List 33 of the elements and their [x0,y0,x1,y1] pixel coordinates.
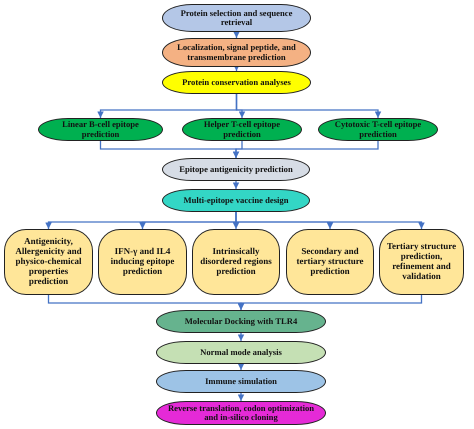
step-label: Antigenicity, Allergenicity and physico-chemical properties prediction [14,237,83,287]
step-label: IFN-γ and IL4 inducing epitope prediction [110,247,176,277]
step-label: Localization, signal peptide, and transmembrane prediction [176,43,297,62]
process-pill [156,401,326,425]
step-label: Secondary and tertiary structure prediction [295,247,365,277]
connector-arrow [238,364,244,370]
process-box [4,229,93,295]
step-label: Multi-epitope vaccine design [183,196,289,206]
connector-arrow [233,64,240,71]
step-label: Protein selection and sequence retrieval [180,8,294,28]
process-box [286,229,374,295]
connector-arrow [236,94,382,118]
connector-arrow [238,295,422,310]
connector-arrow [233,32,240,38]
process-box [192,229,280,295]
step-label: Epitope antigenicity prediction [179,164,293,174]
process-box [379,229,464,295]
step-label: Tertiary structure prediction, refinement and validation [386,242,458,282]
connector-arrow [232,141,379,158]
step-label: Immune simulation [205,376,277,386]
step-label: Normal mode analysis [200,348,282,358]
step-label: Reverse translation, codon optimization and in-silico cloning [166,404,316,422]
step-label: Protein conservation analyses [182,78,291,88]
step-label: Molecular Docking with TLR4 [184,316,298,326]
step-label: Helper T-cell epitope prediction [202,120,282,139]
connector-arrow [232,181,240,189]
connector-arrow [235,212,425,229]
step-label: Intrinsically disordered regions prediction [199,247,273,277]
connector-arrow [238,393,244,401]
connector-arrow [238,333,244,341]
step-label: Linear B-cell epitope prediction [61,120,140,139]
step-label: Cytotoxic T-cell epitope prediction [334,120,422,139]
process-box [98,229,187,295]
